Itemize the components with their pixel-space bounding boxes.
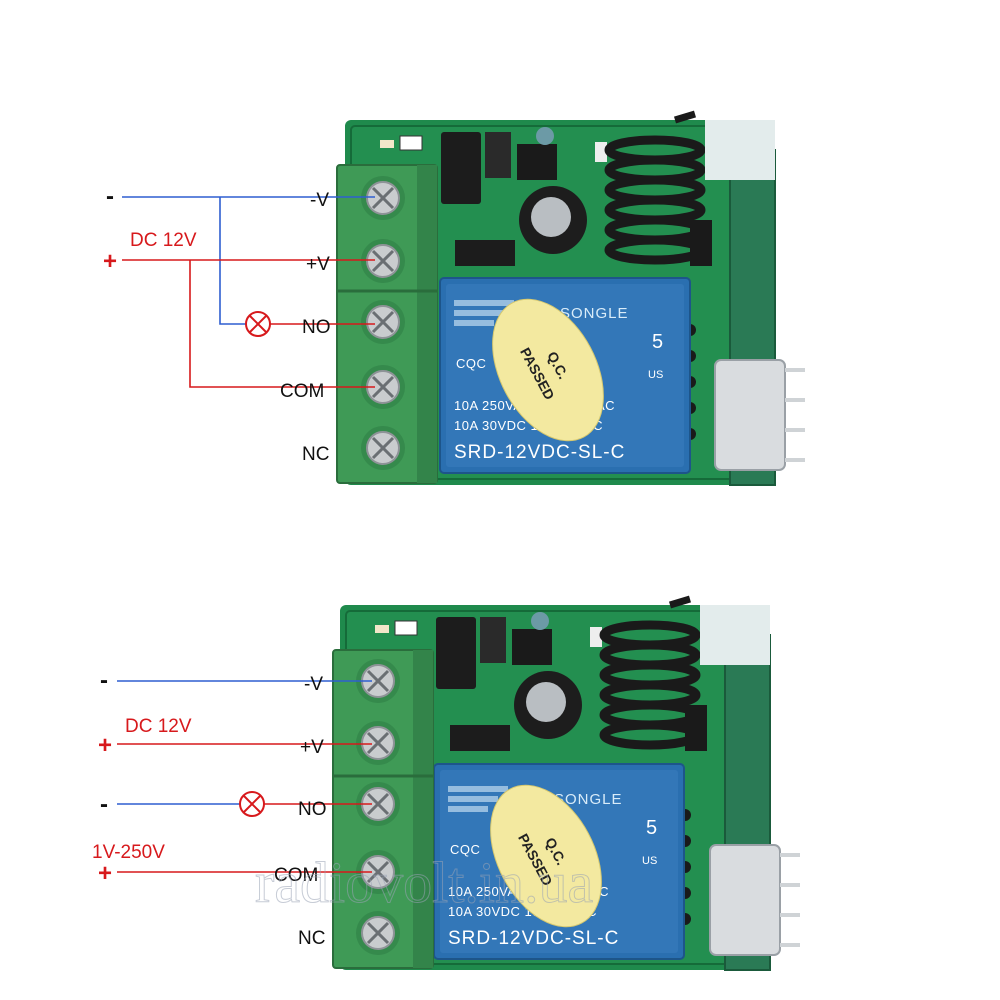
terminal-label-com: COM bbox=[280, 381, 324, 402]
screw-pos-v[interactable] bbox=[359, 237, 407, 285]
diagram-2: SONGLE CQC 5 US 10A 250VAC 10A 125VAC 10… bbox=[92, 599, 800, 970]
screw-pos-v-2[interactable] bbox=[354, 719, 402, 767]
terminal-label-neg-v-2: -V bbox=[304, 674, 323, 695]
minus-sign: - bbox=[106, 183, 114, 210]
plus-sign-2: + bbox=[98, 732, 112, 759]
screw-no[interactable] bbox=[359, 298, 407, 346]
lamp-icon-2 bbox=[239, 791, 265, 817]
relay-five: 5 bbox=[652, 331, 663, 353]
relay-five-2: 5 bbox=[646, 817, 657, 839]
terminal-label-no-2: NO bbox=[298, 799, 327, 820]
terminal-label-neg-v: -V bbox=[310, 190, 329, 211]
relay-us-2: US bbox=[642, 855, 657, 867]
relay-cqc-mark-2: CQC bbox=[450, 842, 480, 857]
terminal-label-no: NO bbox=[302, 317, 331, 338]
qc-sticker: Q.C. PASSED bbox=[492, 298, 604, 442]
lamp-icon bbox=[245, 311, 271, 337]
terminal-label-com-2: COM bbox=[274, 865, 318, 886]
diagram-1: SONGLE CQC 5 US 10A 250VAC 10A 125VAC 10… bbox=[103, 114, 805, 485]
wire-neg-to-lamp bbox=[219, 197, 246, 325]
relay-brand-2: SONGLE bbox=[554, 791, 623, 808]
supply-label: DC 12V bbox=[130, 230, 197, 251]
load-label-2: 1V-250V bbox=[92, 842, 165, 863]
wires-2 bbox=[117, 680, 372, 873]
relay-cqc-mark: CQC bbox=[456, 356, 486, 371]
minus-sign-2: - bbox=[100, 667, 108, 694]
relay-model-2: SRD-12VDC-SL-C bbox=[448, 928, 619, 949]
screw-nc-2[interactable] bbox=[354, 909, 402, 957]
qc-sticker-2: Q.C. PASSED bbox=[490, 784, 602, 928]
load-plus-sign-2: + bbox=[98, 860, 112, 887]
terminal-label-pos-v-2: +V bbox=[300, 737, 324, 758]
wires bbox=[122, 196, 375, 388]
supply-label-2: DC 12V bbox=[125, 716, 192, 737]
relay-brand: SONGLE bbox=[560, 305, 629, 322]
plus-sign: + bbox=[103, 248, 117, 275]
terminal-label-nc: NC bbox=[302, 444, 329, 465]
relay-model: SRD-12VDC-SL-C bbox=[454, 442, 625, 463]
terminal-label-nc-2: NC bbox=[298, 928, 325, 949]
wire-pos-to-com bbox=[189, 260, 375, 388]
screw-nc[interactable] bbox=[359, 424, 407, 472]
screw-neg-v[interactable] bbox=[359, 174, 407, 222]
watermark: radiovolt.in.ua bbox=[255, 850, 593, 915]
relay-us: US bbox=[648, 369, 663, 381]
terminal-label-pos-v: +V bbox=[306, 254, 330, 275]
load-minus-sign-2: - bbox=[100, 791, 108, 818]
